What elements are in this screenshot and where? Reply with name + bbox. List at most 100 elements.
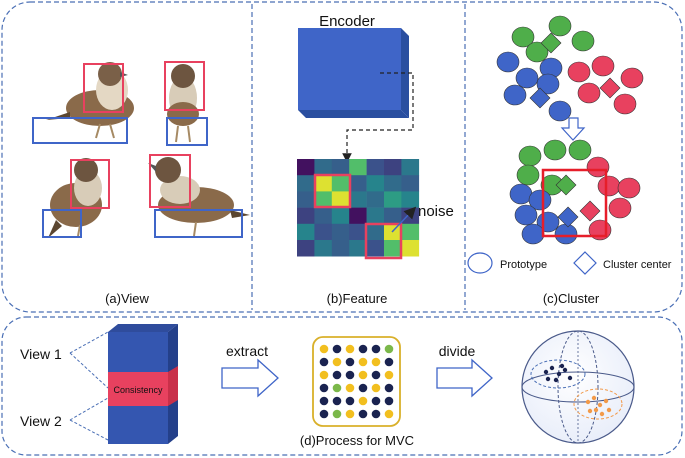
consistency-label: Consistency — [113, 385, 163, 395]
heatmap-highlight-1 — [313, 173, 352, 209]
view1-connector-bottom — [69, 352, 109, 389]
view-caption: (a)View — [105, 291, 149, 306]
encoder-label: Encoder — [319, 13, 375, 30]
matrix-dot — [384, 396, 394, 406]
heatmap-cell — [366, 223, 385, 241]
divide-label: divide — [439, 343, 476, 359]
matrix-dot — [319, 383, 329, 393]
matrix-dot — [319, 370, 329, 380]
heatmap-cell — [331, 175, 350, 192]
view-cube — [108, 324, 178, 444]
heatmap-cell — [297, 159, 315, 176]
matrix-dot — [384, 357, 394, 367]
heatmap-cell — [366, 240, 385, 257]
heatmap-cell — [366, 159, 385, 176]
matrix-dot — [384, 370, 394, 380]
matrix-dot — [384, 409, 394, 419]
heatmap-cell — [331, 240, 350, 257]
heatmap-cell — [401, 223, 420, 241]
matrix-dot — [371, 344, 381, 354]
view2-label: View 2 — [20, 413, 62, 429]
body-box-3 — [42, 209, 82, 238]
matrix-dot — [319, 357, 329, 367]
heatmap-cell — [297, 191, 315, 208]
matrix-dot — [345, 409, 355, 419]
heatmap-cell — [331, 223, 350, 241]
matrix-dot — [384, 383, 394, 393]
cluster-highlight-box — [541, 168, 608, 238]
matrix-dot — [371, 409, 381, 419]
heatmap-cell — [331, 159, 350, 176]
sparrow-image-1 — [46, 62, 134, 139]
matrix-dot — [371, 396, 381, 406]
process-caption: (d)Process for MVC — [300, 433, 414, 448]
heatmap-cell — [384, 191, 402, 208]
heatmap-cell — [331, 191, 350, 208]
matrix-dot — [371, 357, 381, 367]
heatmap-cell — [349, 207, 367, 225]
view2-connector-top — [69, 397, 109, 421]
heatmap-cell — [366, 175, 385, 192]
view2-connector-bottom — [69, 419, 109, 441]
head-box-1 — [83, 63, 124, 113]
heatmap-cell — [297, 207, 315, 225]
heatmap-cell — [401, 159, 420, 176]
heatmap-cell — [349, 223, 367, 241]
heatmap-cell — [297, 223, 315, 241]
sparrow-image-3 — [48, 158, 102, 238]
heatmap-cell — [349, 240, 367, 257]
orange-cluster-points — [585, 395, 612, 417]
heatmap-cell — [384, 175, 402, 192]
body-box-4 — [154, 209, 243, 238]
matrix-dot — [345, 383, 355, 393]
heatmap-cell — [401, 207, 420, 225]
cluster-bottom — [509, 139, 641, 245]
top-frame — [1, 1, 683, 313]
matrix-dot — [345, 396, 355, 406]
matrix-dot — [332, 383, 342, 393]
matrix-dot — [371, 383, 381, 393]
encoder-arrow — [342, 72, 414, 163]
sparrow-image-2 — [167, 64, 199, 143]
matrix-dot — [332, 344, 342, 354]
matrix-dot — [358, 370, 368, 380]
body-box-2 — [166, 117, 208, 146]
heatmap-cell — [314, 159, 333, 176]
matrix-dot — [332, 370, 342, 380]
feature-heatmap — [297, 159, 420, 257]
matrix-dot — [319, 396, 329, 406]
cluster-caption: (c)Cluster — [543, 291, 600, 306]
prototype-legend-icon — [467, 252, 493, 274]
down-arrow — [560, 117, 586, 141]
matrix-dot — [319, 409, 329, 419]
heatmap-cell — [297, 240, 315, 257]
matrix-dot — [332, 396, 342, 406]
heatmap-cell — [314, 240, 333, 257]
extract-label: extract — [226, 343, 268, 359]
matrix-dot — [358, 383, 368, 393]
sparrow-image-4 — [148, 157, 250, 237]
matrix-dot — [332, 409, 342, 419]
feature-caption: (b)Feature — [327, 291, 388, 306]
noise-label: noise — [418, 203, 454, 220]
heatmap-cell — [366, 207, 385, 225]
navy-cluster-points — [543, 363, 573, 383]
prototype-legend-label: Prototype — [500, 259, 547, 271]
heatmap-cell — [314, 175, 333, 192]
head-box-2 — [164, 61, 205, 111]
matrix-dot — [332, 357, 342, 367]
matrix-dot — [319, 344, 329, 354]
heatmap-cell — [384, 207, 402, 225]
view1-connector-top — [69, 331, 109, 354]
matrix-dot — [358, 357, 368, 367]
dot-matrix — [319, 344, 394, 419]
heatmap-cell — [384, 240, 402, 257]
body-box-1 — [32, 117, 128, 144]
heatmap-cell — [297, 175, 315, 192]
heatmap-cell — [349, 191, 367, 208]
encoder-block — [298, 28, 409, 118]
heatmap-cell — [366, 191, 385, 208]
head-box-4 — [149, 154, 191, 208]
sphere — [521, 330, 635, 444]
cluster-top — [496, 15, 644, 122]
